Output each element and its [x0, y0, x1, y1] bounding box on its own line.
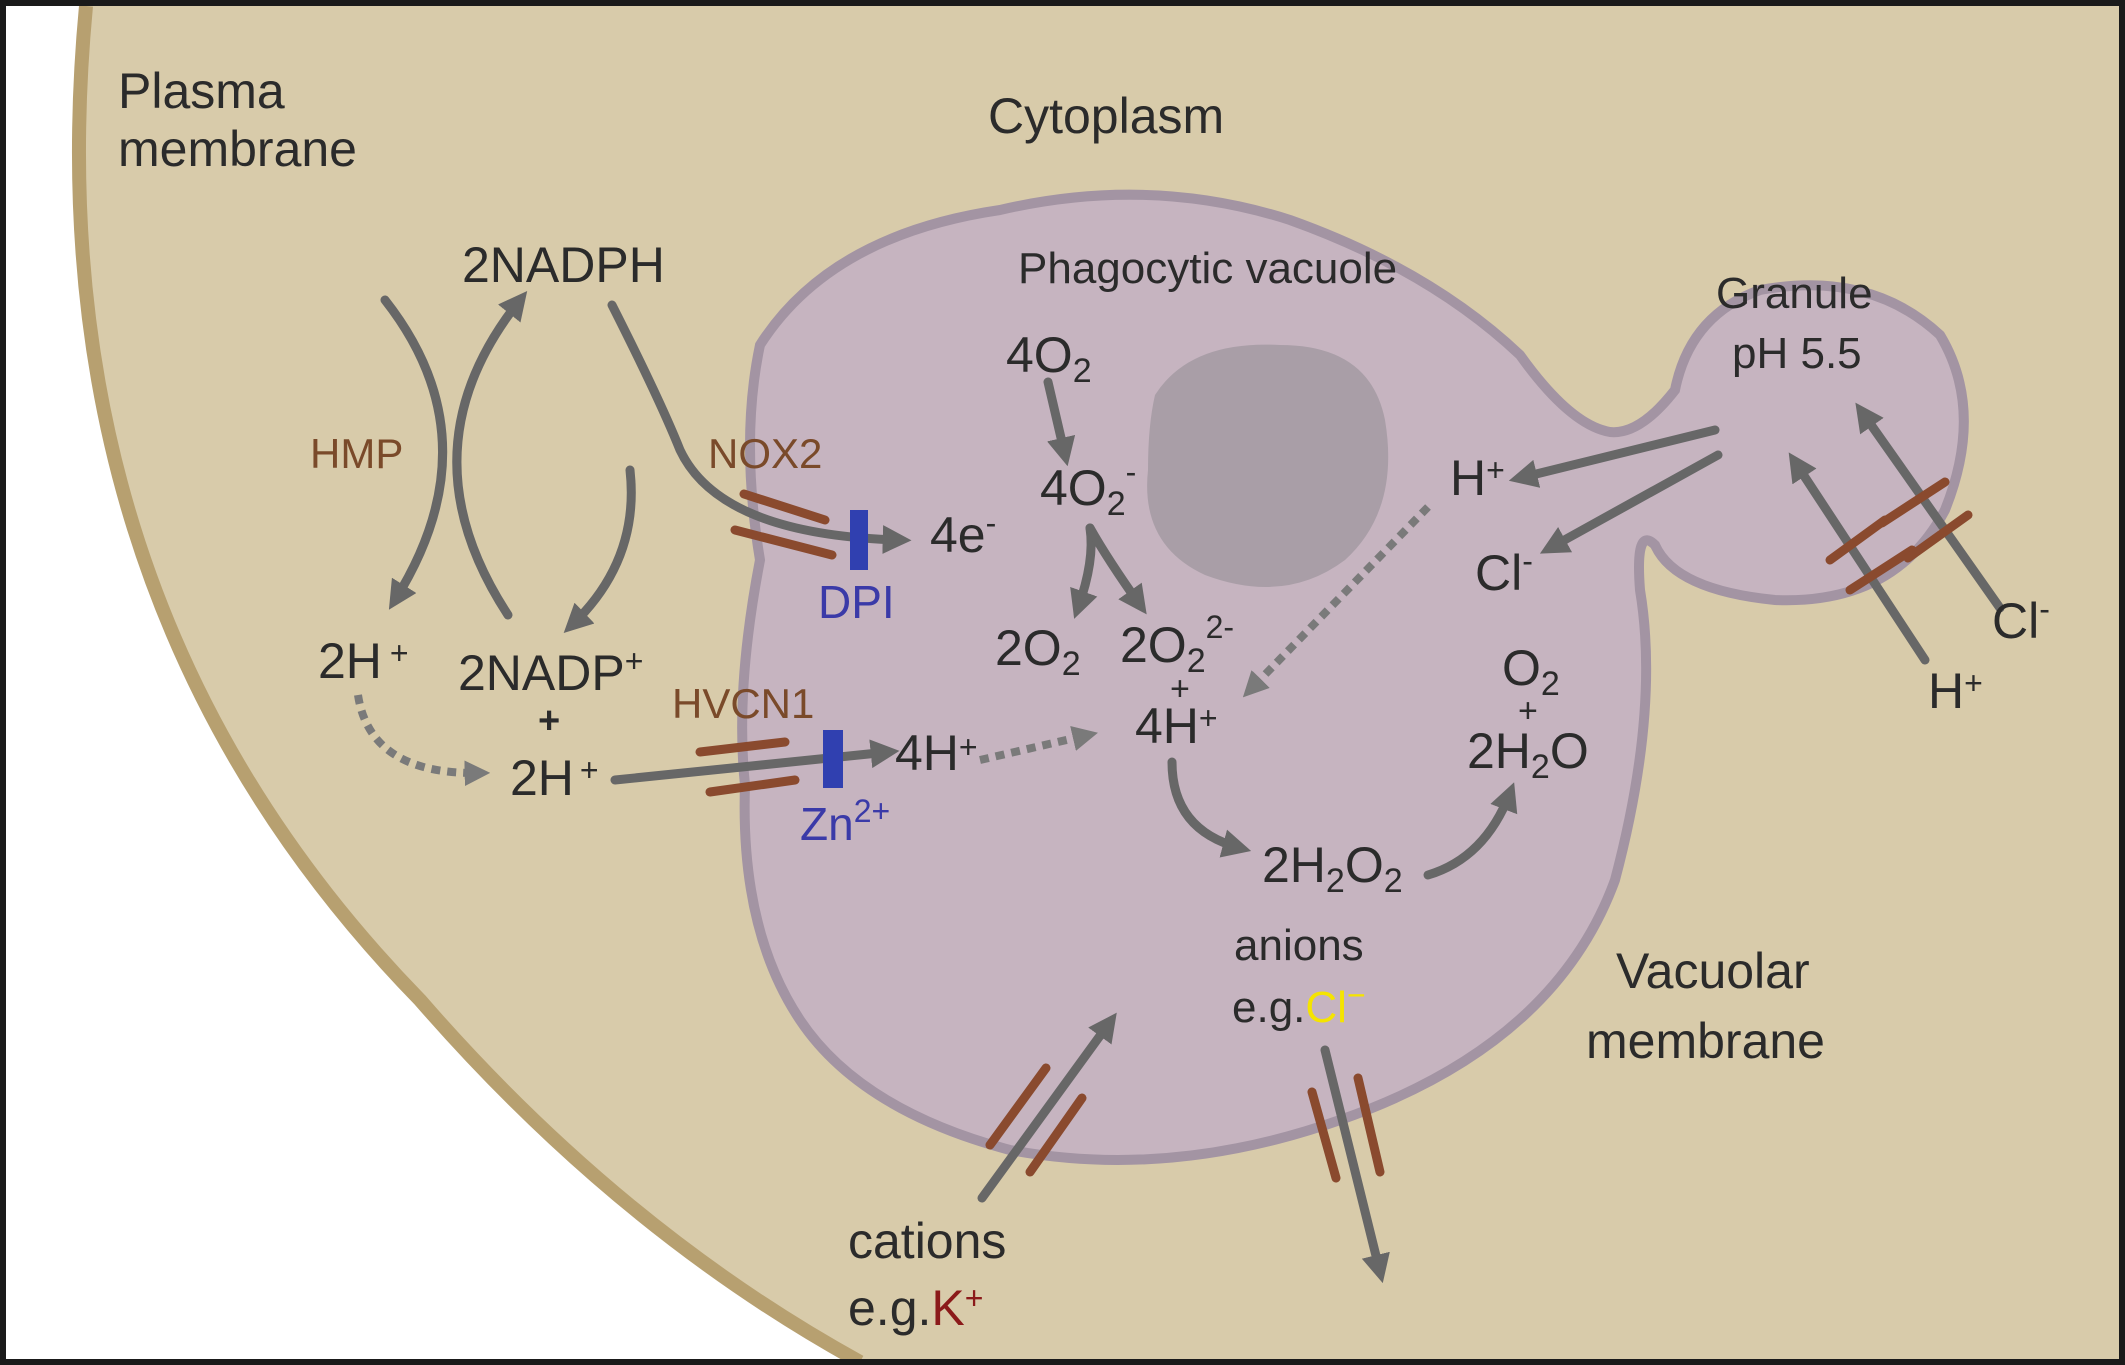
four-h-center-species: 4H+: [1135, 698, 1218, 754]
channel-bars-icon-hvcn1: [695, 737, 800, 797]
granule-ph-label: pH 5.5: [1732, 329, 1862, 378]
phagocytic-vacuole-label: Phagocytic vacuole: [1018, 244, 1397, 293]
h2o-species: 2H2O: [1467, 723, 1589, 786]
plasma-membrane: [71, 5, 864, 1365]
plus-water: +: [1518, 692, 1538, 730]
plasma-membrane-label-1: Plasma: [118, 63, 285, 119]
arrow-hplus-dashed: [1242, 504, 1431, 698]
two-h-mid-species: 2H+: [510, 750, 599, 806]
arrow-hmp-down: [380, 295, 448, 610]
o2-product-species: O2: [1502, 640, 1560, 703]
arrow-h-into-granule: [1788, 452, 1930, 665]
channel-bars-icon-nox2: [730, 489, 837, 560]
channel-bars-icon-granule: [1825, 477, 1973, 595]
arrow-split-right: [1085, 523, 1147, 615]
inhibitor-block-icon-zn: [823, 730, 843, 788]
granule-label: Granule: [1716, 269, 1873, 318]
arrow-anions-out: [1320, 1045, 1390, 1284]
two-o22-species: 2O22-: [1120, 609, 1234, 680]
arrow-2h-dashed: [354, 694, 491, 787]
arrow-4h-dashed: [979, 725, 1098, 764]
arrow-nadph-to-nox2: [607, 300, 912, 554]
h-vacuole-species: H+: [1450, 450, 1505, 506]
channel-bars-icon-anions: [1307, 1073, 1385, 1183]
nadph-species: 2NADPH: [462, 237, 665, 293]
four-e-species: 4e-: [930, 505, 996, 563]
cl-granule-species: Cl-: [1992, 591, 2050, 649]
vacuolar-membrane-label-1: Vacuolar: [1616, 943, 1810, 999]
anions-example: e.g.Cl−: [1232, 977, 1366, 1032]
arrow-nadph-to-nadp: [563, 465, 636, 633]
dpi-label: DPI: [818, 576, 895, 628]
inhibitor-block-icon-dpi: [850, 510, 868, 570]
cations-label: cations: [848, 1213, 1006, 1269]
h-granule-species: H+: [1928, 663, 1983, 719]
two-h-left-species: 2H+: [318, 633, 409, 689]
arrow-4h-to-h2o2: [1167, 757, 1252, 858]
plasma-membrane-label-2: membrane: [118, 121, 357, 177]
arrow-granule-to-h: [1508, 425, 1720, 488]
four-o2minus-species: 4O2-: [1040, 454, 1136, 523]
arrow-4o2-to-4o2minus: [1043, 377, 1076, 467]
hmp-label: HMP: [310, 430, 403, 477]
four-h-channel-species: 4H+: [895, 725, 978, 781]
arrow-h2o2-to-water: [1423, 782, 1518, 880]
plus-peroxide: +: [1170, 670, 1190, 708]
hvcn1-label: HVCN1: [672, 680, 814, 727]
arrow-hmp-up: [452, 291, 528, 620]
arrow-cl-into-granule: [1855, 402, 2005, 613]
plus-nadp: +: [538, 700, 560, 742]
arrow-granule-to-cl: [1539, 450, 1723, 554]
h2o2-species: 2H2O2: [1262, 837, 1403, 900]
four-o2-species: 4O2: [1006, 327, 1092, 390]
vacuolar-membrane-label-2: membrane: [1586, 1013, 1825, 1069]
cl-vacuole-species: Cl-: [1475, 543, 1533, 601]
cytoplasm-label: Cytoplasm: [988, 88, 1224, 144]
arrow-cations-in: [977, 1012, 1117, 1203]
anions-label: anions: [1234, 921, 1364, 970]
channel-bars-icon-cations: [985, 1063, 1087, 1177]
two-o2-species: 2O2: [995, 620, 1081, 683]
zn-label: Zn2+: [800, 793, 890, 850]
cations-example: e.g.K+: [848, 1280, 983, 1336]
nadp-species: 2NADP+: [458, 643, 643, 701]
nucleus: [1147, 344, 1389, 587]
nox2-label: NOX2: [708, 430, 822, 477]
